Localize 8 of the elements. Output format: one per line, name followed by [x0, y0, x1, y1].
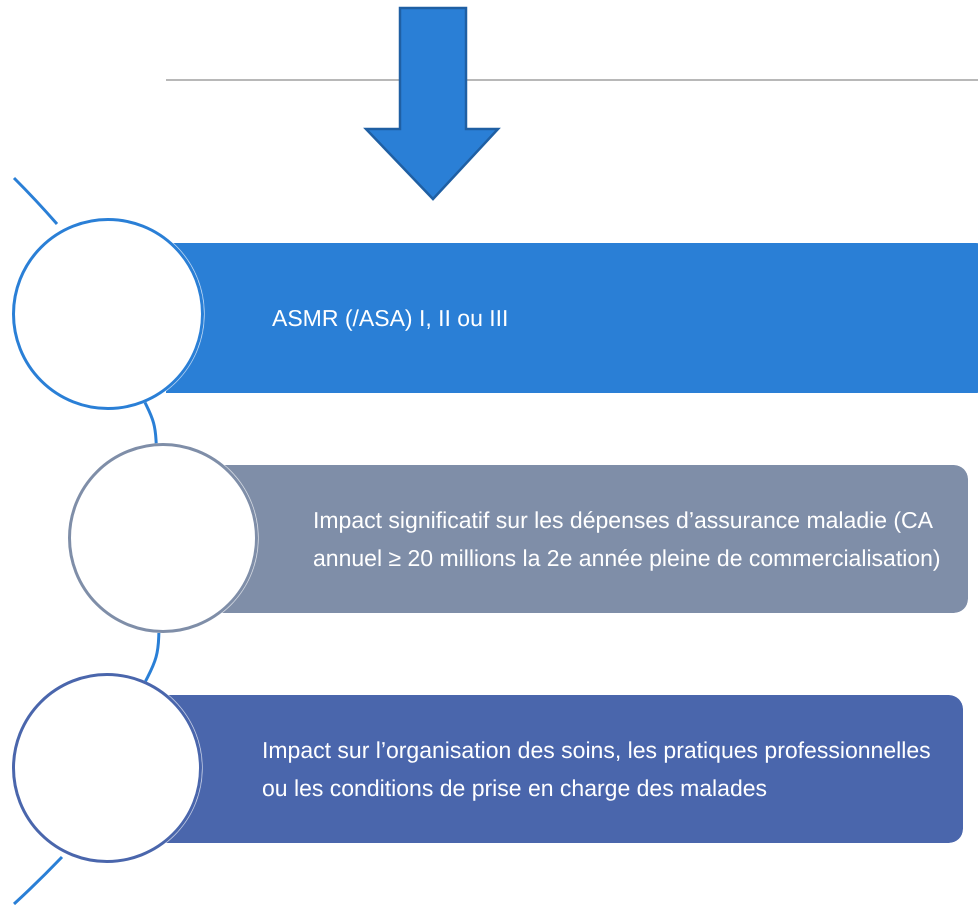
step-bar [166, 243, 978, 393]
step-text: Impact significatif sur les dépenses d’assurance maladie (CA annuel ≥ 20 millions la 2e année pleine de commercialisation) [313, 506, 942, 573]
step-bar [220, 465, 968, 613]
step-text: ASMR (/ASA) I, II ou III [272, 304, 508, 333]
connector-line [144, 632, 160, 682]
step-bar [166, 695, 963, 843]
connector-line [144, 402, 158, 444]
step-text: Impact sur l’organisation des soins, les pratiques professionnelles ou les conditions de prise en charge des malades [262, 736, 932, 803]
